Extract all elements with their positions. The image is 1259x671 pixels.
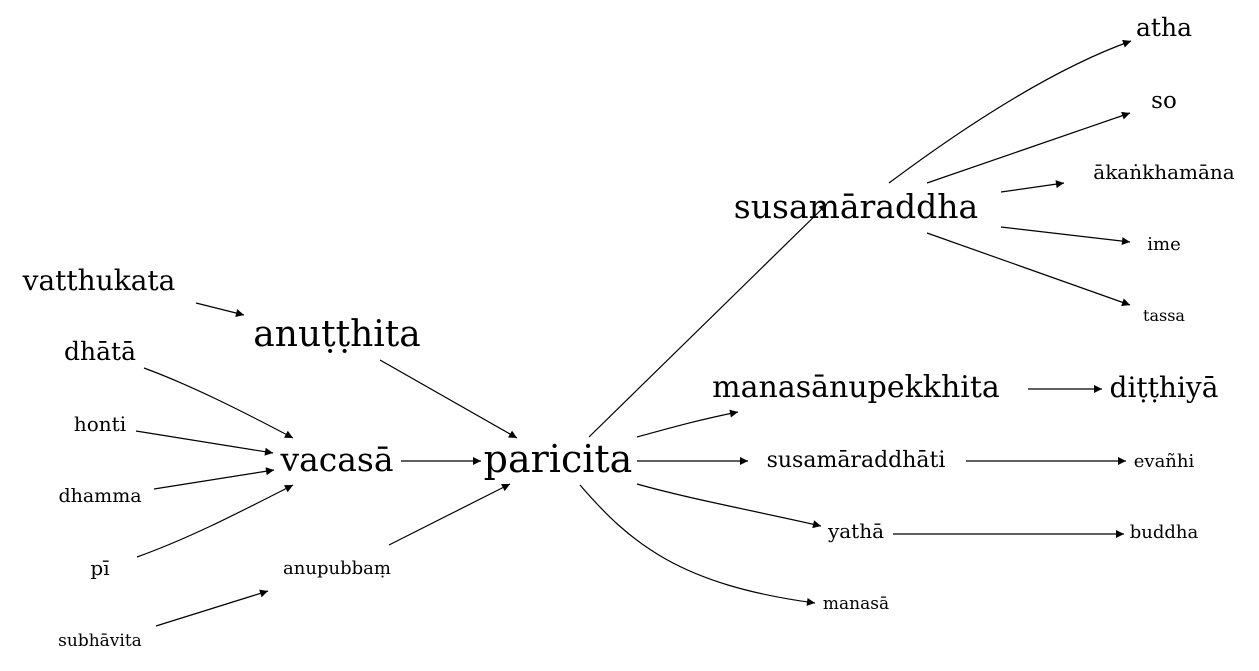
edge-anutthita-paricita [379,359,518,439]
edge-susamaraddha-ime [1000,226,1131,246]
node-so: so [1151,88,1177,114]
node-vacasa: vacasā [279,440,393,479]
node-ditthiya: diṭṭhiyā [1110,371,1219,404]
edge-susamaraddha-atha [888,39,1132,184]
node-tassa: tassa [1143,306,1185,325]
edge-pi-vacasa [136,484,294,558]
node-paricita: paricita [484,437,633,481]
edge-susamaraddha-akankhamana [1000,180,1065,193]
node-anupubbam: anupubbaṃ [283,558,391,579]
edge-honti-vacasa [135,430,274,456]
node-atha: atha [1136,13,1192,42]
edge-paricita-yatha [636,483,822,529]
node-akankhamana: ākaṅkhamāna [1093,160,1235,184]
edge-anupubbam-paricita [388,483,511,546]
node-subhavita: subhāvita [58,631,142,651]
edge-vatthukata-anutthita [195,302,245,317]
node-honti: honti [74,412,126,436]
edge-dhamma-vacasa [153,467,275,490]
edge-paricita-susamaraddha [588,203,828,438]
node-pi: pī [90,556,109,580]
node-dhamma: dhamma [58,485,141,507]
node-vatthukata: vatthukata [22,264,176,297]
node-buddha: buddha [1130,522,1199,543]
node-susamaraddha: susamāraddha [734,187,978,226]
edge-susamaraddha-so [926,111,1131,184]
node-dhata: dhātā [64,337,136,366]
node-manasanupekkhita: manasānupekkhita [712,370,1000,405]
edge-susamaraddha-tassa [926,232,1131,307]
node-manasa: manasā [823,594,889,614]
edge-subhavita-anupubbam [155,589,269,627]
node-susamaraddhati: susamāraddhāti [767,448,946,473]
node-yatha: yathā [827,519,884,543]
edge-paricita-manasanupekkhita [636,409,739,438]
edge-dhata-vacasa [143,367,294,439]
edge-paricita-manasa [579,484,816,606]
node-ime: ime [1147,234,1180,255]
node-anutthita: anuṭṭhita [253,314,420,355]
node-evanhi: evañhi [1134,451,1195,472]
